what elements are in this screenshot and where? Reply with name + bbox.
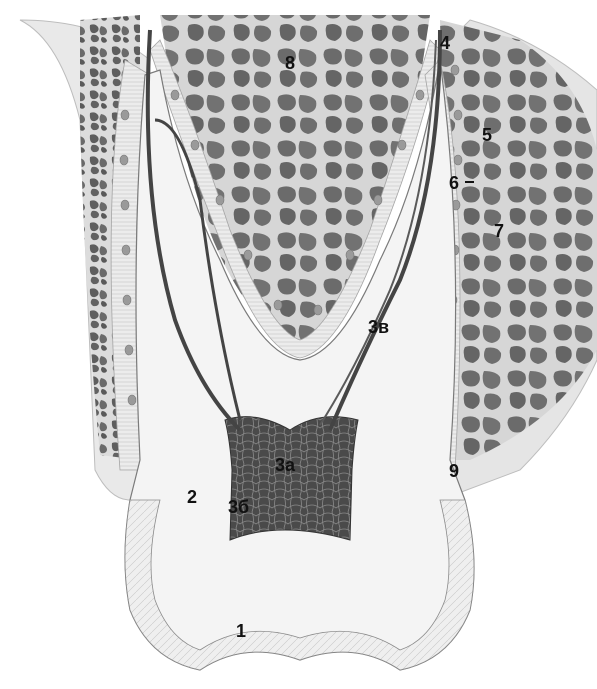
label-dentin: 2 — [187, 488, 197, 506]
label-pulp-c: 3в — [368, 318, 389, 336]
label-pulp-b: 3б — [228, 498, 249, 516]
label-interradicular-septum: 8 — [285, 54, 295, 72]
label-apex: 4 — [440, 34, 450, 52]
label-periodontal-ligament: 6 — [449, 174, 459, 192]
label-cement: 5 — [482, 126, 492, 144]
label-gum: 9 — [449, 462, 459, 480]
label-bone: 7 — [494, 222, 504, 240]
label-crown: 1 — [236, 622, 246, 640]
pulp-chamber — [225, 417, 358, 540]
label-pulp-a: 3а — [275, 456, 295, 474]
